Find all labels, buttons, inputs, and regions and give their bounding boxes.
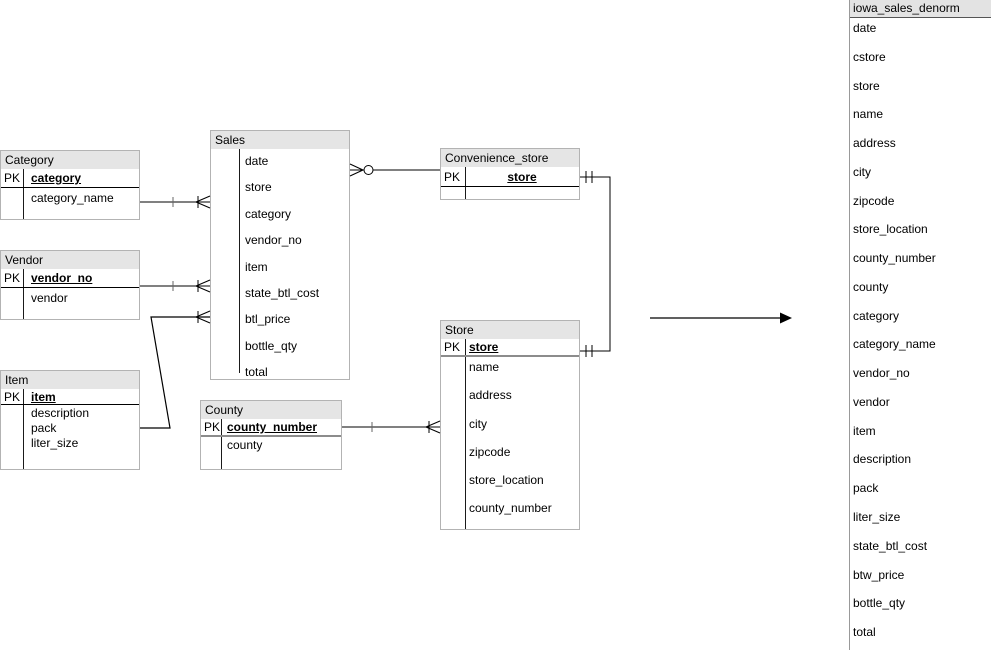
pk-field: item (31, 389, 56, 404)
denorm-field-row: city (853, 164, 871, 179)
field-row: store (245, 180, 272, 195)
denorm-field-row: vendor (853, 394, 890, 409)
denorm-field-row: total (853, 625, 876, 640)
table-body: PK county_number county (201, 419, 341, 469)
field-row: total (245, 365, 268, 379)
denorm-field-row: address (853, 136, 896, 151)
table-body: PK category category_name (1, 169, 139, 219)
table-sales[interactable]: Sales date store category vendor_no item… (210, 130, 350, 380)
pk-column-divider (23, 389, 24, 469)
field-row: description (31, 406, 90, 420)
pk-label: PK (4, 389, 21, 404)
denorm-field-row: cstore (853, 49, 886, 64)
pk-row: PK item (1, 389, 139, 405)
table-store[interactable]: Store PK store name address city zipcode… (440, 320, 580, 530)
denorm-field-row: name (853, 107, 884, 122)
table-title: Sales (211, 131, 349, 149)
table-title: Item (1, 371, 139, 389)
table-body: PK item description pack liter_size (1, 389, 139, 469)
pk-column-divider (221, 419, 222, 469)
field-row: vendor_no (245, 233, 302, 248)
field-row: category (245, 206, 292, 221)
table-category[interactable]: Category PK category category_name (0, 150, 140, 220)
denorm-field-row: zipcode (853, 193, 895, 208)
denorm-title: iowa_sales_denorm (850, 0, 991, 18)
field-row: address (469, 388, 512, 403)
relationship-vendor-sales (140, 279, 211, 293)
table-title: Store (441, 321, 579, 339)
table-convenience-store[interactable]: Convenience_store PK store (440, 148, 580, 200)
denorm-field-row: category (853, 308, 900, 323)
table-body: PK store name address city zipcode store… (441, 339, 579, 529)
field-row: county (227, 438, 263, 452)
pk-column-divider (239, 149, 240, 373)
field-row: city (469, 416, 487, 431)
field-row: state_btl_cost (245, 285, 320, 300)
pk-label: PK (4, 271, 21, 285)
pk-row: PK category (1, 169, 139, 188)
denorm-field-row: county_number (853, 251, 936, 266)
field-row: liter_size (31, 436, 79, 450)
denorm-field-row: liter_size (853, 510, 901, 525)
field-row: pack (31, 421, 57, 435)
relationship-sales-convenience-store (349, 163, 440, 177)
denorm-field-row: vendor_no (853, 366, 910, 381)
pk-row: PK store (441, 339, 579, 357)
denorm-field-row: btw_price (853, 567, 905, 582)
field-row: bottle_qty (245, 338, 298, 353)
relationship-county-store (342, 420, 441, 434)
pk-column-divider (465, 167, 466, 199)
flow-arrow (650, 312, 792, 324)
table-body: PK vendor_no vendor (1, 269, 139, 319)
pk-column-divider (23, 269, 24, 319)
pk-field: store (507, 169, 537, 184)
pk-column-divider (23, 169, 24, 219)
field-row: category_name (31, 190, 114, 205)
field-row: zipcode (469, 444, 511, 459)
field-row: county_number (469, 501, 552, 516)
pk-field: category (31, 171, 82, 185)
table-title: Convenience_store (441, 149, 579, 167)
field-row: btl_price (245, 312, 291, 327)
pk-row: PK store (441, 167, 579, 187)
denorm-field-row: store_location (853, 222, 928, 237)
table-iowa-sales-denorm[interactable]: iowa_sales_denorm date cstore store name… (849, 0, 991, 650)
pk-label: PK (444, 169, 461, 184)
pk-label: PK (204, 420, 221, 434)
table-title: Vendor (1, 251, 139, 269)
field-row: item (245, 259, 268, 274)
pk-column-divider (465, 339, 466, 529)
field-row: store_location (469, 473, 544, 488)
pk-field: county_number (227, 420, 318, 434)
relationship-convenience-store-store (580, 171, 611, 357)
pk-row: PK vendor_no (1, 269, 139, 288)
pk-label: PK (4, 171, 21, 185)
table-body: PK store (441, 167, 579, 199)
table-title: Category (1, 151, 139, 169)
denorm-field-row: date (853, 21, 877, 35)
field-row: vendor (31, 290, 68, 305)
denorm-field-row: county (853, 279, 889, 294)
denorm-field-row: category_name (853, 337, 936, 352)
pk-field: store (469, 340, 499, 354)
table-item[interactable]: Item PK item description pack liter_size (0, 370, 140, 470)
denorm-field-row: store (853, 78, 880, 93)
pk-field: vendor_no (31, 271, 93, 285)
field-row: date (245, 154, 269, 168)
denorm-field-row: item (853, 423, 876, 438)
denorm-field-row: bottle_qty (853, 596, 906, 611)
pk-row: PK county_number (201, 419, 341, 437)
denorm-field-row: description (853, 452, 912, 467)
denorm-field-row: state_btl_cost (853, 538, 928, 553)
table-body: date store category vendor_no item state… (211, 149, 349, 379)
denorm-field-row: pack (853, 481, 879, 496)
table-vendor[interactable]: Vendor PK vendor_no vendor (0, 250, 140, 320)
field-row: name (469, 360, 500, 374)
table-title: County (201, 401, 341, 419)
table-county[interactable]: County PK county_number county (200, 400, 342, 470)
relationship-category-sales (140, 195, 211, 209)
pk-label: PK (444, 340, 461, 354)
